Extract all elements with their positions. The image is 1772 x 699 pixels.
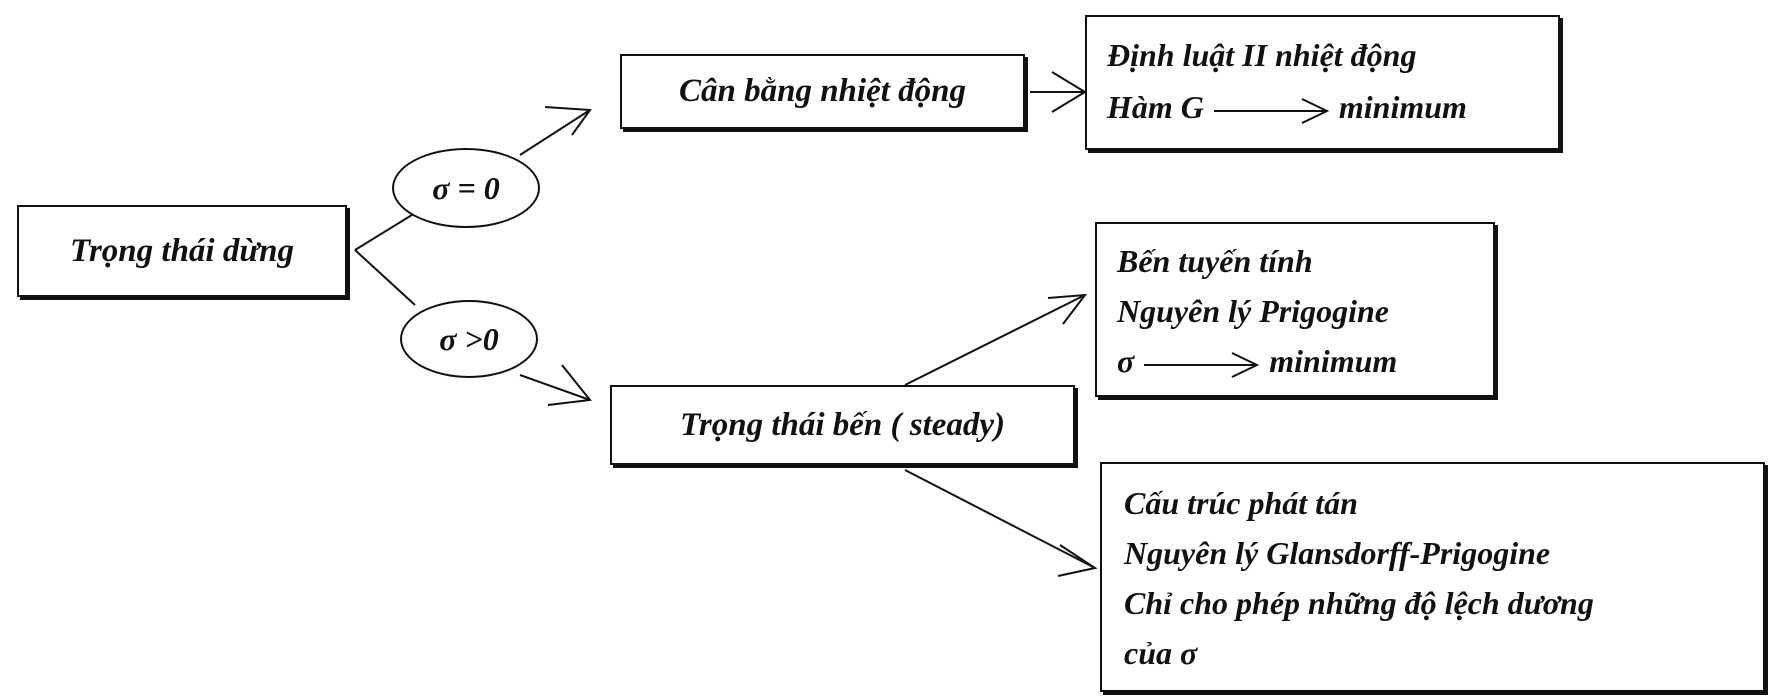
connector-steady-linear xyxy=(904,294,1086,386)
condition-sigma-positive: σ >0 xyxy=(400,300,538,378)
node-stationary-state: Trọng thái dừng xyxy=(17,205,347,297)
result-dissipative-line1: Cấu trúc phát tán xyxy=(1124,485,1358,521)
result-equilibrium-line1: Định luật II nhiệt động xyxy=(1107,37,1417,73)
result-linear-line3: σ minimum xyxy=(1117,336,1473,386)
result-dissipative-line4: của σ xyxy=(1124,635,1198,671)
result-equilibrium-line2: Hàm G minimum xyxy=(1107,81,1538,133)
result-dissipative-line2: Nguyên lý Glansdorff-Prigogine xyxy=(1124,535,1551,571)
arrowhead-equilibrium xyxy=(544,106,592,136)
node-steady-state: Trọng thái bến ( steady) xyxy=(610,385,1075,465)
result-equilibrium-line2-right: minimum xyxy=(1338,89,1467,125)
result-linear-steady: Bến tuyến tính Nguyên lý Prigogine σ mini… xyxy=(1095,222,1495,397)
condition-sigma-positive-label: σ >0 xyxy=(439,320,499,357)
connector-steady-dissipative xyxy=(904,469,1096,569)
arrowhead-steady xyxy=(547,364,592,406)
condition-sigma-zero-label: σ = 0 xyxy=(432,169,500,206)
result-equilibrium: Định luật II nhiệt động Hàm G minimum xyxy=(1085,15,1560,150)
node-stationary-state-label: Trọng thái dừng xyxy=(70,232,294,269)
result-equilibrium-line2-left: Hàm G xyxy=(1107,89,1204,125)
long-arrow-icon xyxy=(1213,97,1329,124)
result-dissipative-line3: Chỉ cho phép những độ lệch dương xyxy=(1124,585,1594,621)
result-linear-line1: Bến tuyến tính xyxy=(1117,243,1313,279)
arrowhead-linear xyxy=(1047,293,1088,325)
connector-root-up xyxy=(354,209,421,251)
connector-zero-to-equilibrium xyxy=(519,109,591,156)
connector-root-down xyxy=(354,249,416,306)
long-arrow-icon xyxy=(1144,351,1260,378)
node-steady-state-label: Trọng thái bến ( steady) xyxy=(679,406,1006,443)
node-thermodynamic-equilibrium: Cân bằng nhiệt động xyxy=(620,54,1025,129)
result-dissipative-structure: Cấu trúc phát tán Nguyên lý Glansdorff-P… xyxy=(1100,462,1765,692)
arrowhead-dissipative xyxy=(1057,544,1098,577)
condition-sigma-zero: σ = 0 xyxy=(392,148,540,228)
result-linear-line3-right: minimum xyxy=(1269,343,1398,379)
node-thermodynamic-equilibrium-label: Cân bằng nhiệt động xyxy=(678,73,966,109)
result-linear-line3-left: σ xyxy=(1117,343,1135,379)
connector-positive-to-steady xyxy=(519,374,591,401)
result-linear-line2: Nguyên lý Prigogine xyxy=(1117,293,1389,329)
